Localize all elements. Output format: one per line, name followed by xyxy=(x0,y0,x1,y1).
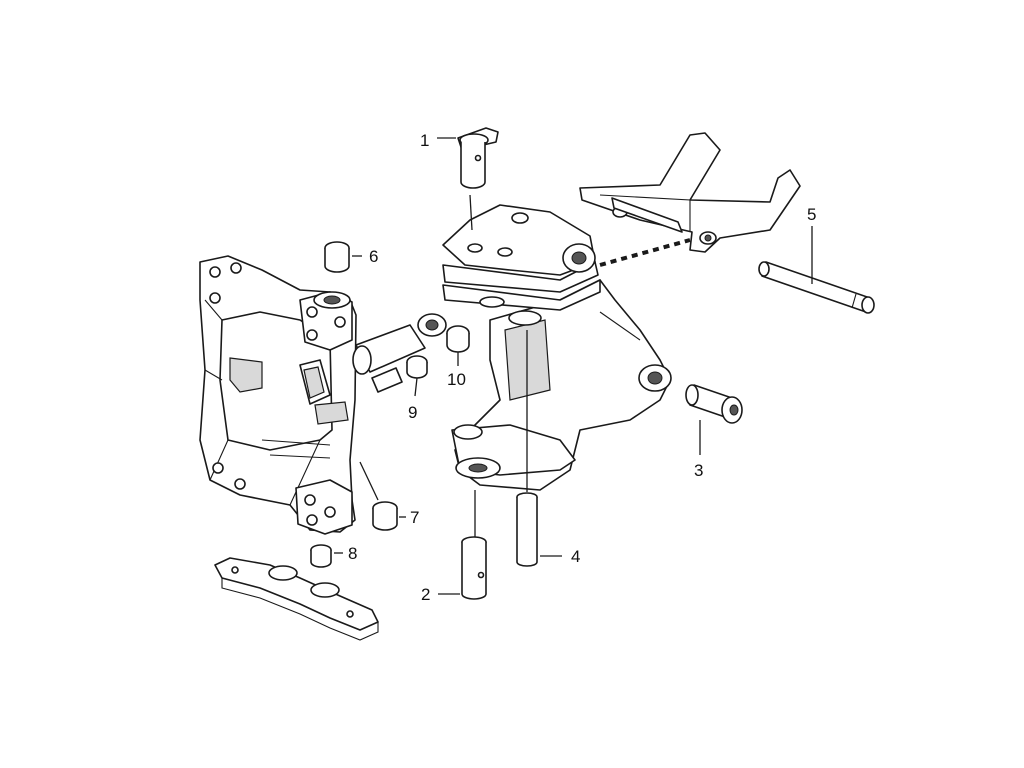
pin-part-3 xyxy=(685,384,743,455)
callout-8: 8 xyxy=(348,544,357,563)
callout-10: 10 xyxy=(447,370,466,389)
bushing-part-8 xyxy=(310,544,343,568)
callout-7: 7 xyxy=(410,508,419,527)
bushing-part-10 xyxy=(446,325,470,366)
steering-knuckle xyxy=(442,204,672,491)
dashed-link xyxy=(599,238,691,267)
callout-6: 6 xyxy=(369,247,378,266)
frame-assembly xyxy=(199,255,357,535)
lever-arms xyxy=(579,132,801,253)
bottom-plate xyxy=(214,557,379,641)
pin-part-2 xyxy=(438,490,487,600)
bushing-part-9 xyxy=(406,355,428,397)
callout-3: 3 xyxy=(694,461,703,480)
callout-4: 4 xyxy=(571,547,580,566)
callout-9: 9 xyxy=(408,403,417,422)
pin-part-1 xyxy=(437,127,499,231)
callout-2: 2 xyxy=(421,585,430,604)
pin-part-5 xyxy=(758,226,875,314)
cylinder-rod xyxy=(352,313,447,393)
bushing-part-6 xyxy=(324,241,362,273)
callout-1: 1 xyxy=(420,131,429,150)
pin-part-4 xyxy=(516,330,562,567)
callout-5: 5 xyxy=(807,205,816,224)
bushing-part-7 xyxy=(359,461,406,531)
